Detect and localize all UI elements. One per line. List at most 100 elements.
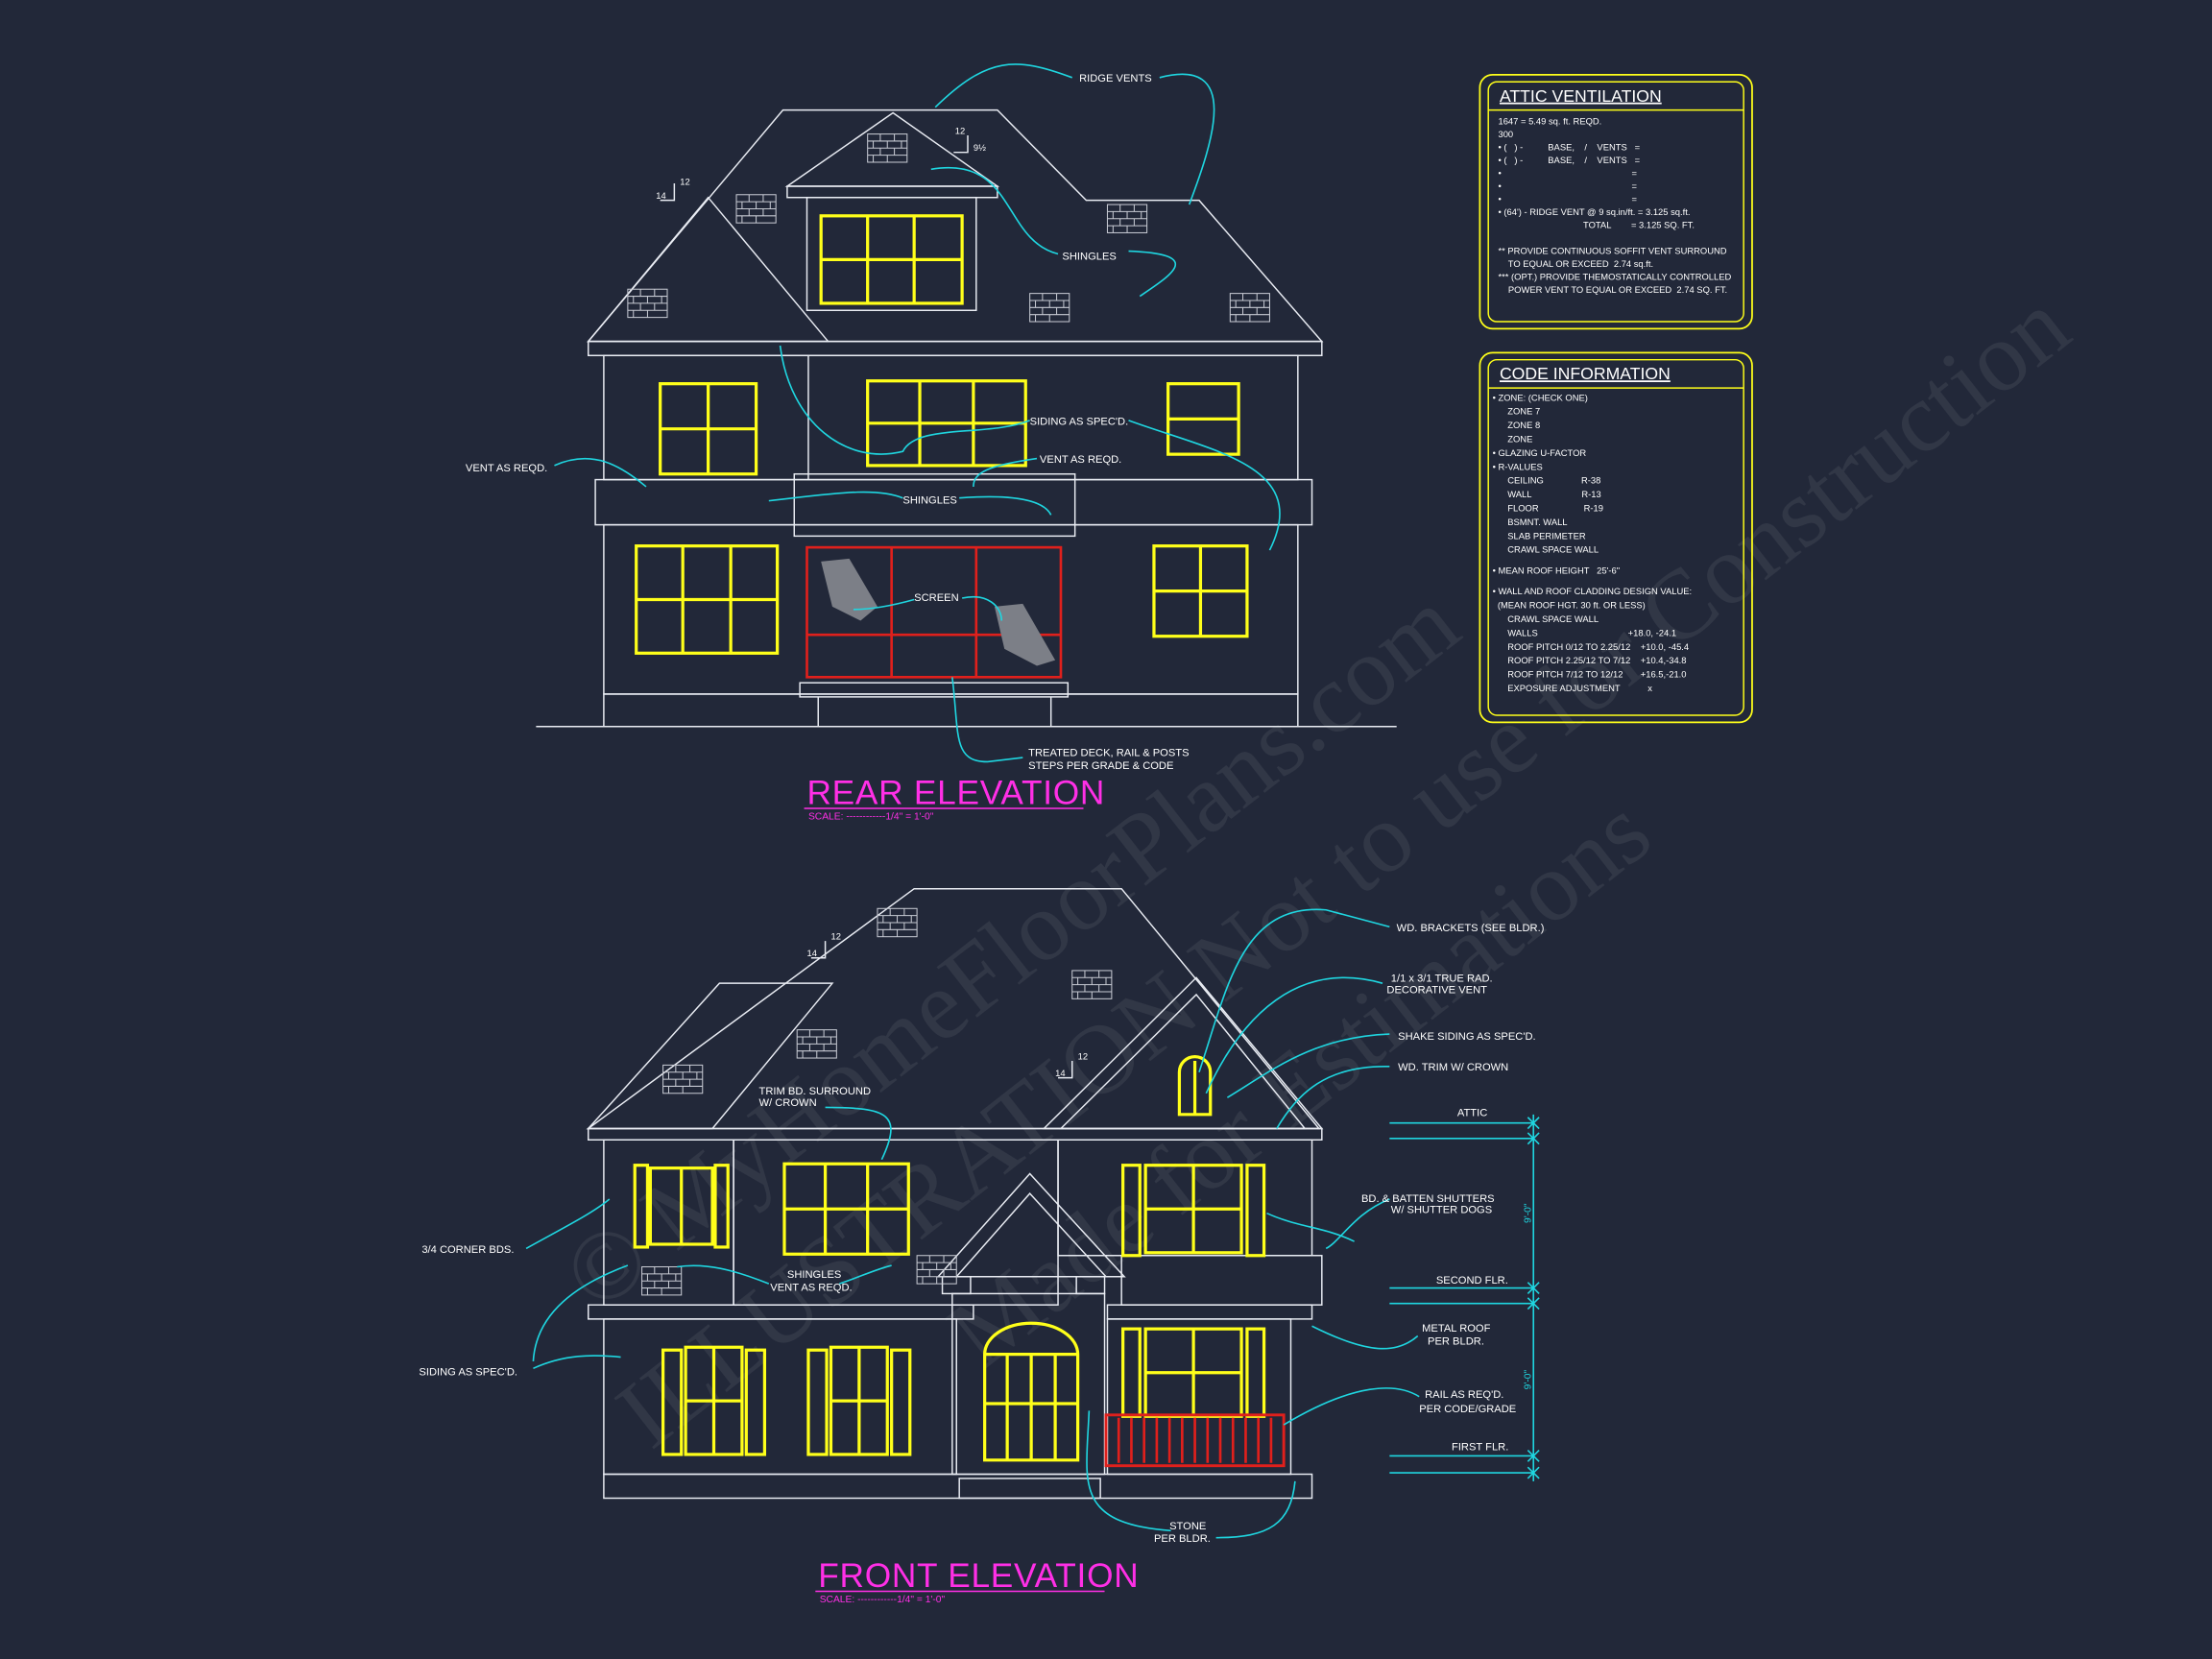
attic-ventilation-line: • ( ) - BASE, / VENTS = xyxy=(1498,155,1640,165)
front-porch-rail xyxy=(1104,1413,1286,1468)
rear-elevation: 12 14 12 9½ RIDGE VENTS SHINGLES SIDING … xyxy=(466,63,1397,823)
front-elevation-title: FRONT ELEVATION xyxy=(818,1557,1139,1595)
code-information-line: CEILING R-38 xyxy=(1493,475,1601,486)
label-stone: PER BLDR. xyxy=(1154,1533,1211,1545)
attic-ventilation-table: ATTIC VENTILATION 1647 = 5.49 sq. ft. RE… xyxy=(1479,73,1753,330)
front-entry-door[interactable] xyxy=(983,1321,1080,1462)
code-information-line: ROOF PITCH 2.25/12 TO 7/12 +10.4,-34.8 xyxy=(1493,655,1687,665)
attic-ventilation-line: 1647 = 5.49 sq. ft. REQD. xyxy=(1498,115,1601,126)
code-information-line: CRAWL SPACE WALL xyxy=(1493,544,1599,555)
code-information-line: ZONE xyxy=(1493,434,1533,445)
label-vent: VENT AS REQD. xyxy=(466,463,547,474)
label-ridge-vents: RIDGE VENTS xyxy=(1079,73,1152,84)
level-attic: ATTIC xyxy=(1457,1107,1487,1118)
label-deck: STEPS PER GRADE & CODE xyxy=(1028,760,1173,772)
label-vent: VENT AS REQD. xyxy=(770,1282,852,1293)
code-information-line: BSMNT. WALL xyxy=(1493,517,1568,527)
label-decorative-vent: DECORATIVE VENT xyxy=(1386,984,1487,996)
rear-scale: SCALE: ------------1/4" = 1'-0" xyxy=(808,812,934,823)
front-annotations: WD. BRACKETS (SEE BLDR.) 1/1 x 3/1 TRUE … xyxy=(419,923,1544,1545)
attic-ventilation-line: 300 xyxy=(1498,129,1513,139)
code-information-line: EXPOSURE ADJUSTMENT x xyxy=(1493,683,1653,693)
attic-ventilation-line: • = xyxy=(1498,180,1637,191)
code-information-line: SLAB PERIMETER xyxy=(1493,530,1586,541)
level-first-floor: FIRST FLR. xyxy=(1452,1442,1508,1454)
code-information-line: ZONE 8 xyxy=(1493,420,1541,430)
label-rail: PER CODE/GRADE xyxy=(1419,1404,1516,1415)
code-information-line: ROOF PITCH 0/12 TO 2.25/12 +10.0, -45.4 xyxy=(1493,641,1690,652)
rear-dormer-gable xyxy=(784,111,1000,187)
rear-left-gable xyxy=(587,196,830,343)
pitch-rise: 12 xyxy=(830,931,840,942)
label-shingles: SHINGLES xyxy=(787,1269,841,1281)
label-siding: SIDING AS SPEC'D. xyxy=(419,1367,517,1379)
pitch-rise: 12 xyxy=(955,126,965,136)
label-deck: TREATED DECK, RAIL & POSTS xyxy=(1028,748,1189,759)
label-trim: WD. TRIM W/ CROWN xyxy=(1398,1062,1508,1073)
rear-deck xyxy=(799,682,1070,698)
front-elevation: 12 14 12 14 WD. BRACKETS (SEE BLDR.) 1/1… xyxy=(419,887,1545,1605)
attic-ventilation-line: *** (OPT.) PROVIDE THEMOSTATICALLY CONTR… xyxy=(1498,272,1731,282)
code-information-line: ZONE 7 xyxy=(1493,406,1541,417)
label-trim-surround: W/ CROWN xyxy=(759,1097,817,1109)
label-corner-boards: 3/4 CORNER BDS. xyxy=(421,1244,514,1256)
code-information-line: • WALL AND ROOF CLADDING DESIGN VALUE: xyxy=(1493,586,1693,596)
label-metal-roof: PER BLDR. xyxy=(1428,1335,1484,1347)
front-leader-lines xyxy=(525,908,1420,1539)
code-information-line: • MEAN ROOF HEIGHT 25'-6" xyxy=(1493,565,1620,575)
code-information-line: WALLS +18.0, -24.1 xyxy=(1493,627,1676,637)
front-scale: SCALE: ------------1/4" = 1'-0" xyxy=(820,1595,946,1605)
label-vent: VENT AS REQD. xyxy=(1040,454,1121,466)
attic-ventilation-line: • = xyxy=(1498,167,1637,178)
label-screen: SCREEN xyxy=(914,592,958,604)
label-brackets: WD. BRACKETS (SEE BLDR.) xyxy=(1397,923,1545,934)
attic-ventilation-line: • (64') - RIDGE VENT @ 9 sq.in/ft. = 3.1… xyxy=(1498,206,1690,217)
rear-windows xyxy=(635,214,1249,655)
pitch-run: 9½ xyxy=(974,142,986,153)
attic-ventilation-line: POWER VENT TO EQUAL OR EXCEED 2.74 SQ. F… xyxy=(1498,284,1727,295)
code-information-line: FLOOR R-19 xyxy=(1493,503,1603,514)
label-metal-roof: METAL ROOF xyxy=(1422,1323,1490,1334)
rear-elevation-title: REAR ELEVATION xyxy=(806,775,1105,812)
label-shutters: W/ SHUTTER DOGS xyxy=(1391,1205,1492,1216)
level-second-floor: SECOND FLR. xyxy=(1436,1275,1508,1286)
label-decorative-vent: 1/1 x 3/1 TRUE RAD. xyxy=(1391,974,1493,985)
attic-ventilation-line: • ( ) - BASE, / VENTS = xyxy=(1498,141,1640,152)
code-information-line: WALL R-13 xyxy=(1493,489,1601,499)
pitch-rise: 12 xyxy=(1078,1051,1088,1062)
rear-pitch-symbol: 12 14 12 9½ xyxy=(656,126,986,202)
rear-leader-lines xyxy=(554,63,1281,763)
pitch-run: 14 xyxy=(1055,1068,1065,1078)
label-shingles: SHINGLES xyxy=(902,495,956,507)
attic-ventilation-line: TOTAL = 3.125 SQ. FT. xyxy=(1498,219,1694,229)
rear-main-roof xyxy=(587,108,1324,343)
label-rail: RAIL AS REQ'D. xyxy=(1425,1389,1503,1401)
label-shake-siding: SHAKE SIDING AS SPEC'D. xyxy=(1398,1031,1535,1043)
front-pitch-symbol: 12 14 12 14 xyxy=(806,931,1088,1079)
attic-ventilation-line: • = xyxy=(1498,193,1637,204)
attic-ventilation-title: ATTIC VENTILATION xyxy=(1500,86,1662,106)
pitch-run: 14 xyxy=(656,190,665,201)
label-trim-surround: TRIM BD. SURROUND xyxy=(759,1086,872,1097)
code-information-line: CRAWL SPACE WALL xyxy=(1493,613,1599,624)
label-siding: SIDING AS SPEC'D. xyxy=(1030,416,1129,427)
rear-first-floor-wall xyxy=(603,523,1299,695)
dimension-lower: 9'-0" xyxy=(1523,1370,1533,1390)
pitch-run: 14 xyxy=(806,948,816,958)
rear-porch-roof xyxy=(793,472,1076,538)
front-foundation xyxy=(603,1473,1313,1500)
attic-ventilation-line: ** PROVIDE CONTINUOUS SOFFIT VENT SURROU… xyxy=(1498,245,1726,255)
front-steps xyxy=(958,1478,1101,1500)
watermark: © MyHomeFloorPlans.com ILLUSTRATION Not … xyxy=(543,270,2088,1469)
label-stone: STONE xyxy=(1169,1521,1206,1532)
label-shutters: BD. & BATTEN SHUTTERS xyxy=(1361,1193,1495,1205)
code-information-title: CODE INFORMATION xyxy=(1500,364,1671,383)
code-information-line: • ZONE: (CHECK ONE) xyxy=(1493,392,1588,402)
code-information-table: CODE INFORMATION • ZONE: (CHECK ONE) ZON… xyxy=(1479,351,1753,724)
label-shingles: SHINGLES xyxy=(1062,251,1116,262)
code-information-line: • GLAZING U-FACTOR xyxy=(1493,447,1587,458)
code-information-line: ROOF PITCH 7/12 TO 12/12 +16.5,-21.0 xyxy=(1493,669,1687,680)
rear-eave xyxy=(588,340,1323,357)
